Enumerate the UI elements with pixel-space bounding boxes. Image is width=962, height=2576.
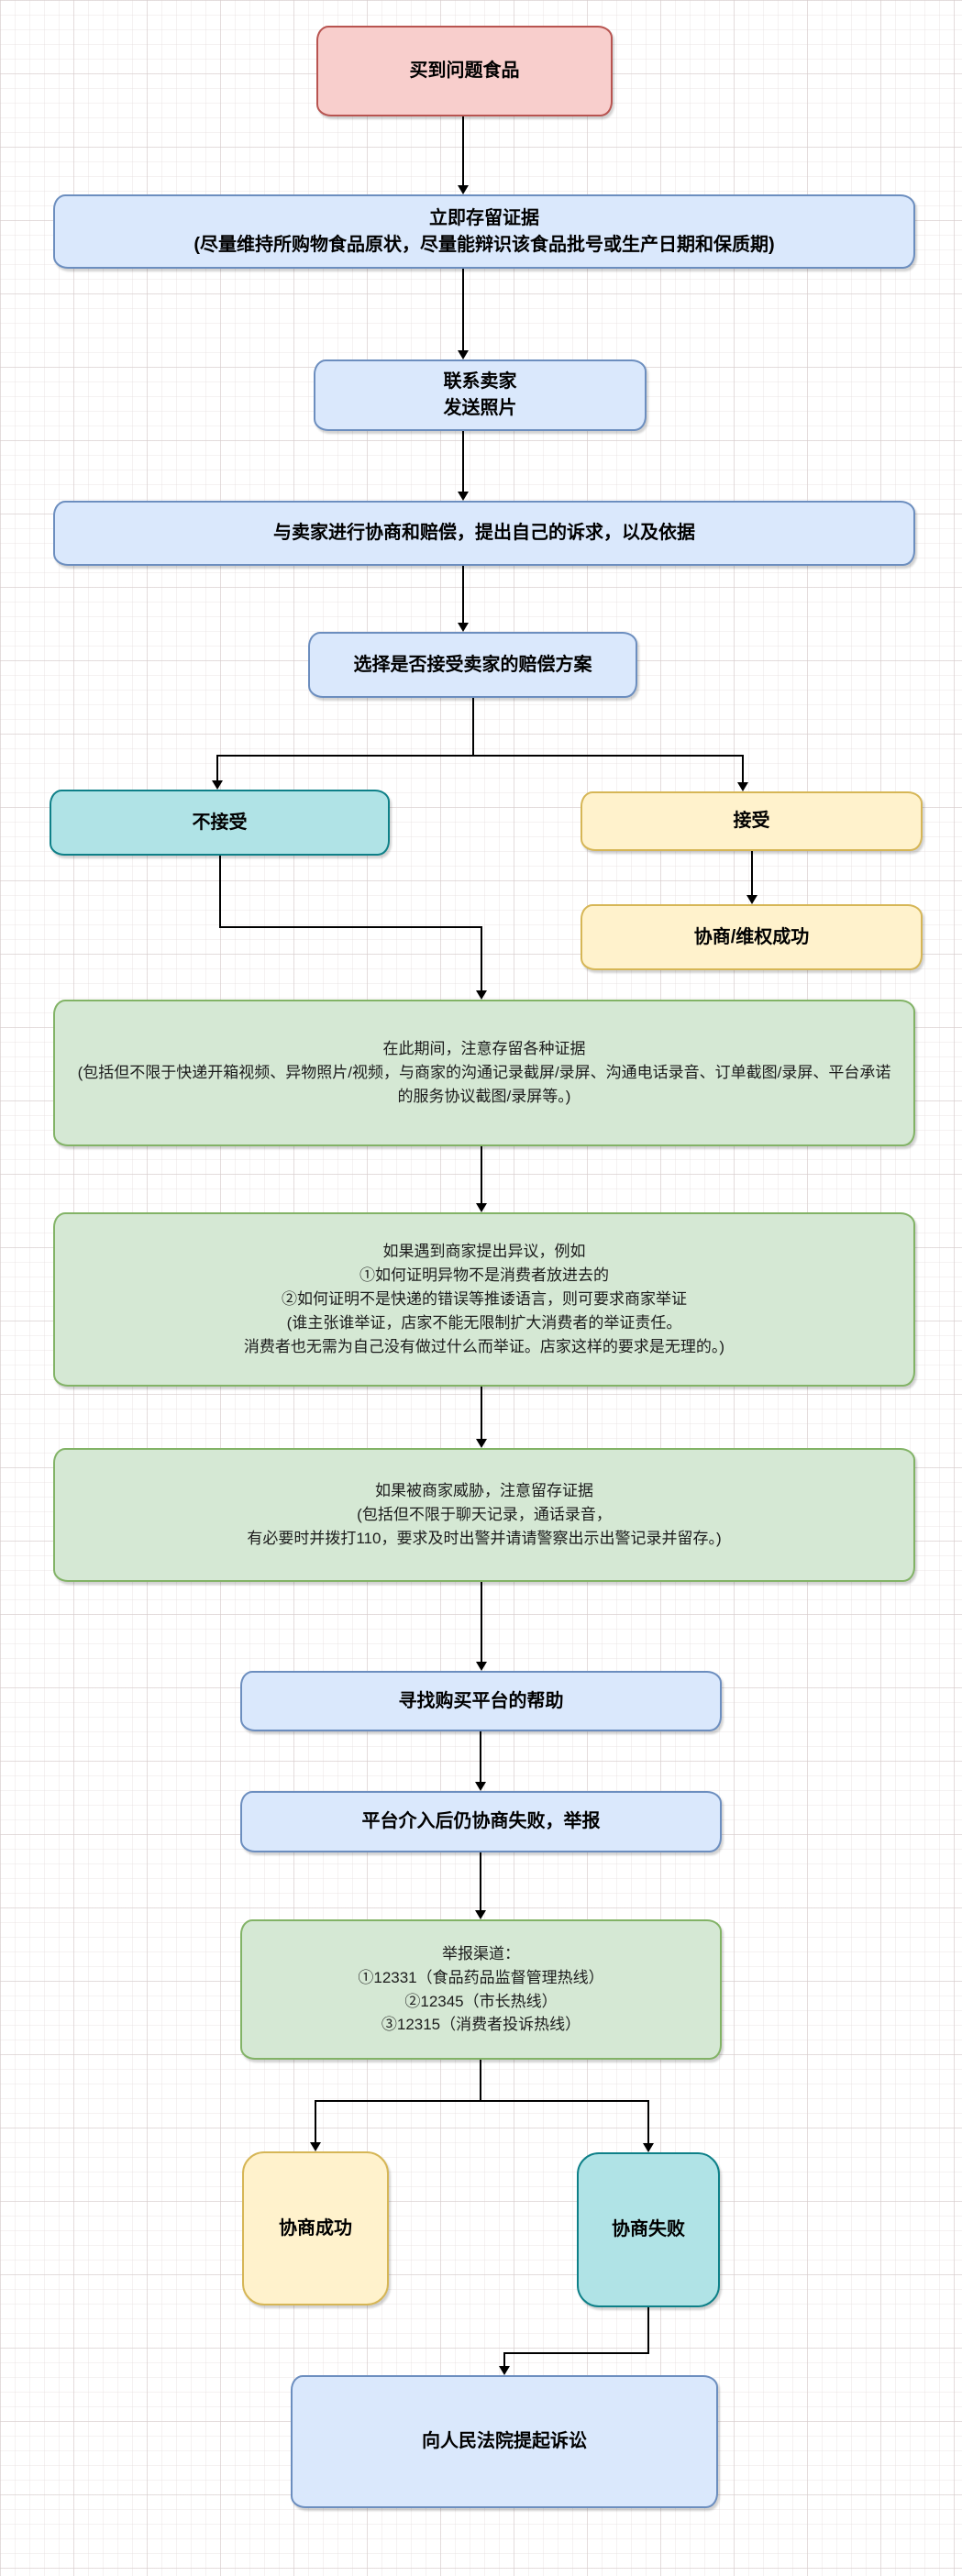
connector-preserve-contact xyxy=(462,269,464,352)
node-threat-line1: 如果被商家威胁，注意留存证据 xyxy=(375,1482,593,1500)
node-reject-label: 不接受 xyxy=(192,812,248,833)
connector-platform-fail xyxy=(480,1731,481,1782)
node-accept: 接受 xyxy=(581,791,923,851)
node-platform-fail-label: 平台介入后仍协商失败，举报 xyxy=(361,1811,601,1831)
node-negotiate-label: 与卖家进行协商和赔偿，提出自己的诉求，以及依据 xyxy=(273,523,695,543)
arrowhead-preserve xyxy=(458,185,469,194)
arrowhead-negotiate-fail xyxy=(643,2143,654,2152)
node-lawsuit: 向人民法院提起诉讼 xyxy=(291,2375,718,2508)
connector-fail-lawsuit xyxy=(503,2352,505,2366)
arrowhead-evidence-during xyxy=(476,990,487,1000)
connector-reject-horizontal xyxy=(219,926,481,928)
node-preserve-evidence: 立即存留证据 (尽量维持所购物食品原状，尽量能辩识该食品批号或生产日期和保质期) xyxy=(53,194,915,269)
node-objection-line4: (谁主张谁举证，店家不能无限制扩大消费者的举证责任。 xyxy=(286,1313,682,1332)
connector-decide-split xyxy=(472,698,474,755)
node-objection-line3: ②如何证明不是快递的错误等推诿语言，则可要求商家举证 xyxy=(282,1290,687,1309)
node-preserve-line1: 立即存留证据 xyxy=(429,207,539,228)
connector-split-horizontal xyxy=(217,755,744,757)
connector-evidence-objection xyxy=(481,1146,482,1203)
node-negotiate-success: 协商成功 xyxy=(242,2151,389,2305)
connector-split-accept xyxy=(742,755,744,782)
node-contact-seller: 联系卖家 发送照片 xyxy=(314,359,647,431)
arrowhead-report xyxy=(475,1910,486,1919)
node-evidence-during: 在此期间，注意存留各种证据 (包括但不限于快递开箱视频、异物照片/视频，与商家的… xyxy=(53,1000,915,1146)
node-negotiate-fail-label: 协商失败 xyxy=(612,2219,685,2239)
connector-report-horizontal xyxy=(315,2100,649,2102)
node-objection-line5: 消费者也无需为自己没有做过什么而举证。店家这样的要求是无理的。) xyxy=(243,1337,725,1355)
arrowhead-threat xyxy=(476,1439,487,1448)
node-reject: 不接受 xyxy=(50,790,390,856)
connector-negotiate-decide xyxy=(462,566,464,625)
node-report-line3: ②12345（市长热线） xyxy=(404,1992,558,2010)
connector-split-reject xyxy=(216,755,218,780)
arrowhead-accept-success xyxy=(746,895,757,904)
connector-reject-down xyxy=(219,856,221,926)
node-report-line4: ③12315（消费者投诉热线） xyxy=(381,2016,581,2034)
node-contact-line1: 联系卖家 xyxy=(443,371,517,392)
connector-fail-horizontal xyxy=(503,2352,649,2354)
arrowhead-lawsuit xyxy=(499,2366,510,2375)
node-accept-success: 协商/维权成功 xyxy=(581,904,923,970)
node-negotiate: 与卖家进行协商和赔偿，提出自己的诉求，以及依据 xyxy=(53,501,915,566)
node-platform-fail: 平台介入后仍协商失败，举报 xyxy=(240,1791,722,1852)
node-evidence-during-line2: (包括但不限于快递开箱视频、异物照片/视频，与商家的沟通记录截屏/录屏、沟通电话… xyxy=(77,1064,891,1105)
node-threat-line3: 有必要时并拨打110，要求及时出警并请请警察出示出警记录并留存。) xyxy=(247,1529,722,1547)
connector-accept-success xyxy=(751,851,753,895)
node-objection-line2: ①如何证明异物不是消费者放进去的 xyxy=(359,1266,609,1285)
node-report-channels: 举报渠道： ①12331（食品药品监督管理热线） ②12345（市长热线） ③1… xyxy=(240,1919,722,2060)
arrowhead-platform-fail xyxy=(475,1782,486,1791)
arrowhead-contact xyxy=(458,350,469,359)
node-start: 买到问题食品 xyxy=(316,26,613,116)
node-objection-line1: 如果遇到商家提出异议，例如 xyxy=(382,1243,586,1261)
node-platform-help-label: 寻找购买平台的帮助 xyxy=(398,1690,564,1711)
connector-fail-down xyxy=(647,2307,649,2352)
node-decide-label: 选择是否接受卖家的赔偿方案 xyxy=(353,654,592,675)
arrowhead-negotiate-success xyxy=(310,2142,321,2151)
arrowhead-negotiate xyxy=(458,492,469,501)
node-platform-help: 寻找购买平台的帮助 xyxy=(240,1671,722,1731)
connector-split-success xyxy=(315,2100,316,2142)
node-report-line2: ①12331（食品药品监督管理热线） xyxy=(358,1968,604,1986)
node-threat-line2: (包括但不限于聊天记录，通话录音， xyxy=(357,1506,612,1524)
connector-contact-negotiate xyxy=(462,431,464,493)
node-accept-success-label: 协商/维权成功 xyxy=(693,926,810,947)
connector-reject-evidence xyxy=(481,926,482,990)
node-negotiate-fail: 协商失败 xyxy=(577,2152,720,2307)
node-evidence-during-line1: 在此期间，注意存留各种证据 xyxy=(382,1040,586,1058)
connector-threat-platform xyxy=(481,1582,482,1662)
node-report-line1: 举报渠道： xyxy=(442,1944,520,1962)
node-decide: 选择是否接受卖家的赔偿方案 xyxy=(308,632,637,698)
connector-report-split xyxy=(480,2060,481,2100)
connector-objection-threat xyxy=(481,1387,482,1439)
arrowhead-objection xyxy=(476,1203,487,1212)
node-accept-label: 接受 xyxy=(733,811,770,831)
arrowhead-decide xyxy=(458,623,469,632)
node-objection: 如果遇到商家提出异议，例如 ①如何证明异物不是消费者放进去的 ②如何证明不是快递… xyxy=(53,1212,915,1387)
arrowhead-platform-help xyxy=(476,1662,487,1671)
node-start-label: 买到问题食品 xyxy=(409,61,520,81)
node-lawsuit-label: 向人民法院提起诉讼 xyxy=(422,2431,587,2451)
arrowhead-accept xyxy=(737,782,748,791)
node-negotiate-success-label: 协商成功 xyxy=(279,2217,352,2239)
arrowhead-reject xyxy=(212,780,223,790)
node-threat: 如果被商家威胁，注意留存证据 (包括但不限于聊天记录，通话录音， 有必要时并拨打… xyxy=(53,1448,915,1582)
node-preserve-line2: (尽量维持所购物食品原状，尽量能辩识该食品批号或生产日期和保质期) xyxy=(194,234,775,255)
node-contact-line2: 发送照片 xyxy=(443,398,517,418)
connector-split-fail xyxy=(647,2100,649,2143)
connector-start-preserve xyxy=(462,116,464,187)
connector-fail-report xyxy=(480,1852,481,1910)
